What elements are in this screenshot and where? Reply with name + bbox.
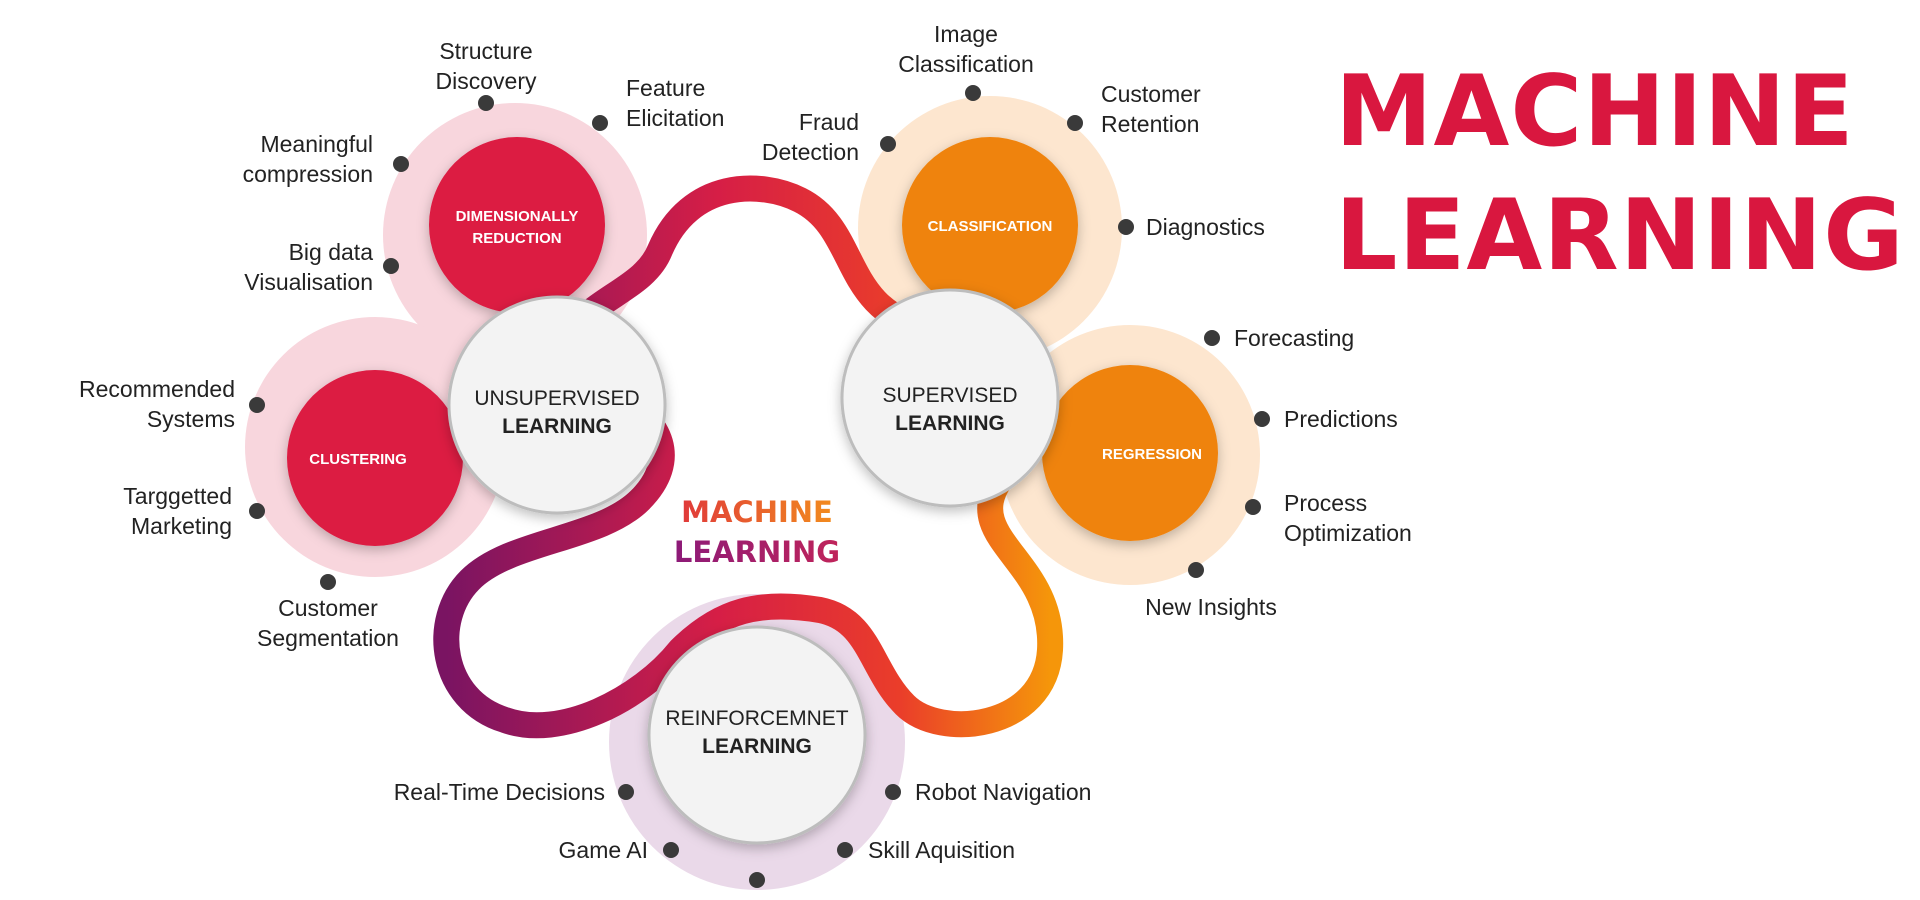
classification-circle [902, 137, 1078, 313]
dot-customer-segmentation [320, 574, 336, 590]
dot-process-optimization [1245, 499, 1261, 515]
clustering-circle [287, 370, 463, 546]
dot-feature-elicitation [592, 115, 608, 131]
dot-new-insights [1188, 562, 1204, 578]
dimensionality-label-line1: DIMENSIONALLY [456, 208, 579, 225]
headline-line1: MACHINE [1335, 55, 1855, 169]
app-feature-elicitation-line1: Feature [626, 75, 705, 101]
app-meaningful-compression-line2: compression [243, 161, 373, 187]
dot-big-data [383, 258, 399, 274]
reinforcement-label-line2: LEARNING [702, 735, 812, 758]
regression-circle [1042, 365, 1218, 541]
app-fraud-detection-line1: Fraud [799, 109, 859, 135]
app-image-classification-line2: Classification [898, 51, 1034, 77]
supervised-label-line1: SUPERVISED [883, 384, 1018, 407]
reinforcement-label-line1: REINFORCEMNET [665, 707, 848, 730]
dimensionality-label-line2: REDUCTION [472, 230, 561, 247]
dimensionality-circle [429, 137, 605, 313]
app-game-ai: Game AI [559, 837, 648, 863]
app-big-data-line1: Big data [289, 239, 374, 265]
unsupervised-hub [447, 295, 667, 515]
classification-label: CLASSIFICATION [928, 218, 1053, 235]
dot-structure-discovery [478, 95, 494, 111]
regression-label: REGRESSION [1102, 446, 1202, 463]
app-customer-segmentation-line2: Segmentation [257, 625, 399, 651]
supervised-hub [840, 288, 1060, 508]
headline: MACHINE LEARNING [1335, 50, 1905, 298]
dot-customer-retention [1067, 115, 1083, 131]
app-fraud-detection-line2: Detection [762, 139, 859, 165]
app-process-optimization-line1: Process [1284, 490, 1367, 516]
app-meaningful-compression-line1: Meaningful [260, 131, 373, 157]
app-forecasting: Forecasting [1234, 325, 1354, 351]
app-skill-aquisition: Skill Aquisition [868, 837, 1015, 863]
unsupervised-label-line1: UNSUPERVISED [474, 387, 639, 410]
headline-line2: LEARNING [1335, 179, 1905, 293]
app-targgetted-marketing-line1: Targgetted [123, 483, 232, 509]
dot-targgetted-marketing [249, 503, 265, 519]
dot-image-classification [965, 85, 981, 101]
app-new-insights: New Insights [1145, 594, 1277, 620]
app-image-classification-line1: Image [934, 21, 998, 47]
app-real-time-decisions: Real-Time Decisions [394, 779, 605, 805]
dot-game-ai [663, 842, 679, 858]
bullet-dots [249, 85, 1270, 888]
app-feature-elicitation-line2: Elicitation [626, 105, 724, 131]
dot-forecasting [1204, 330, 1220, 346]
app-customer-retention-line2: Retention [1101, 111, 1199, 137]
learning-loop [433, 175, 1064, 739]
center-title-line2: LEARNING [674, 535, 840, 569]
dot-recommended-systems [249, 397, 265, 413]
app-robot-navigation: Robot Navigation [915, 779, 1091, 805]
dot-meaningful-compression [393, 156, 409, 172]
dot-fraud-detection [880, 136, 896, 152]
dot-bottom [749, 872, 765, 888]
app-structure-discovery-line1: Structure [439, 38, 532, 64]
app-targgetted-marketing-line2: Marketing [131, 513, 232, 539]
app-recommended-systems-line1: Recommended [79, 376, 235, 402]
clustering-label: CLUSTERING [309, 451, 407, 468]
dot-predictions [1254, 411, 1270, 427]
app-recommended-systems-line2: Systems [147, 406, 235, 432]
dot-real-time-decisions [618, 784, 634, 800]
app-process-optimization-line2: Optimization [1284, 520, 1412, 546]
app-predictions: Predictions [1284, 406, 1398, 432]
app-diagnostics: Diagnostics [1146, 214, 1265, 240]
dot-robot-navigation [885, 784, 901, 800]
unsupervised-label-line2: LEARNING [502, 415, 612, 438]
app-customer-segmentation-line1: Customer [278, 595, 378, 621]
app-big-data-line2: Visualisation [244, 269, 373, 295]
dot-skill-aquisition [837, 842, 853, 858]
app-structure-discovery-line2: Discovery [436, 68, 537, 94]
dot-diagnostics [1118, 219, 1134, 235]
supervised-label-line2: LEARNING [895, 412, 1005, 435]
app-customer-retention-line1: Customer [1101, 81, 1201, 107]
center-title-line1: MACHINE [681, 495, 833, 529]
reinforcement-hub [647, 625, 867, 845]
